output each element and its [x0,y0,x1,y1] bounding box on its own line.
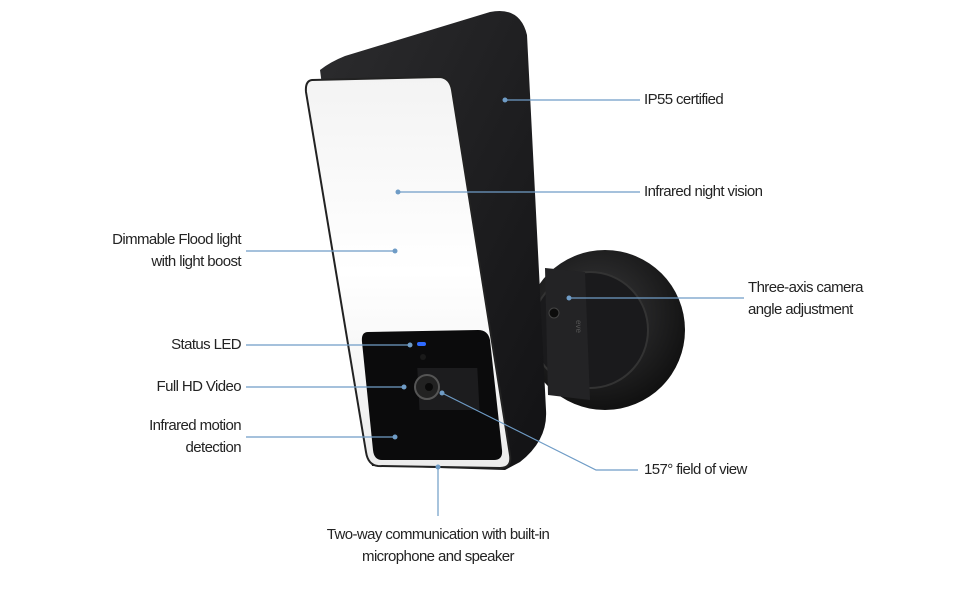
callout-ip55: IP55 certified [644,91,724,108]
callout-flood-line1: Dimmable Flood light [112,231,241,248]
leader-lines [246,99,744,516]
callout-night-vision: Infrared night vision [644,183,763,200]
callout-two-way: Two-way communication with built-in micr… [288,524,588,568]
callout-flood-line2: with light boost [151,253,241,270]
callout-motion-line1: Infrared motion [149,417,241,434]
callout-motion-line2: detection [185,439,242,456]
callout-status-led: Status LED [171,336,241,353]
callout-two-way-line1: Two-way communication with built-in [326,526,550,543]
callout-two-way-line2: microphone and speaker [362,548,515,565]
callout-flood-light: Dimmable Flood light with light boost [112,229,241,273]
leader-dots [392,97,572,470]
callout-motion: Infrared motion detection [149,415,241,459]
callout-three-axis-line1: Three-axis camera [748,279,863,296]
callout-full-hd: Full HD Video [156,378,242,395]
wall-mount: eve [525,250,685,410]
callout-three-axis: Three-axis camera angle adjustment [748,277,863,321]
callout-three-axis-line2: angle adjustment [748,301,853,318]
status-led [417,342,426,346]
eve-logo: eve [574,320,583,333]
callout-fov: 157° field of view [644,461,747,478]
